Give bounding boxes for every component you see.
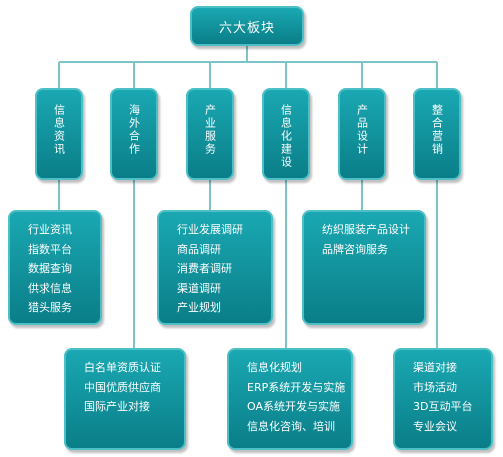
detail-item: 产业规划: [177, 301, 221, 314]
detail-item: 专业会议: [413, 419, 457, 433]
detail-industry: 行业发展调研 商品调研 消费者调研 渠道调研 产业规划: [157, 210, 273, 325]
category-marketing: 整合营销: [413, 88, 461, 180]
detail-item: 指数平台: [28, 242, 72, 256]
detail-item: 白名单资质认证: [84, 361, 161, 374]
detail-item: OA系统开发与实施: [247, 400, 340, 413]
detail-item: 渠道对接: [413, 361, 457, 374]
detail-item: ERP系统开发与实施: [247, 380, 346, 394]
detail-item: 纺织服装产品设计: [322, 223, 410, 236]
category-info: 信息资讯: [35, 88, 83, 180]
category-marketing-label: 整合营销: [430, 104, 444, 156]
detail-item: 信息化规划: [247, 361, 302, 374]
category-industry: 产业服务: [186, 88, 234, 180]
category-informatization-label: 信息化建设: [279, 104, 293, 169]
detail-item: 消费者调研: [177, 262, 232, 275]
category-overseas: 海外合作: [110, 88, 158, 180]
detail-item: 3D互动平台: [413, 400, 473, 413]
detail-item: 渠道调研: [177, 281, 221, 295]
detail-item: 供求信息: [28, 281, 72, 295]
detail-item: 市场活动: [413, 380, 457, 394]
detail-item: 数据查询: [28, 262, 72, 275]
root-label: 六大板块: [218, 20, 275, 36]
detail-item: 品牌咨询服务: [322, 242, 388, 256]
detail-item: 行业发展调研: [177, 223, 243, 236]
category-info-label: 信息资讯: [52, 104, 66, 156]
detail-item: 信息化咨询、培训: [247, 419, 335, 433]
detail-design: 纺织服装产品设计 品牌咨询服务: [302, 210, 426, 325]
detail-item: 中国优质供应商: [84, 380, 161, 394]
detail-info: 行业资讯 指数平台 数据查询 供求信息 猎头服务: [8, 210, 102, 325]
category-design-label: 产品设计: [355, 104, 369, 156]
detail-item: 国际产业对接: [84, 400, 150, 413]
detail-informatization: 信息化规划 ERP系统开发与实施 OA系统开发与实施 信息化咨询、培训: [227, 348, 353, 450]
detail-item: 猎头服务: [28, 301, 72, 314]
category-design: 产品设计: [338, 88, 386, 180]
category-industry-label: 产业服务: [203, 104, 217, 156]
detail-item: 商品调研: [177, 242, 221, 256]
root-node: 六大板块: [190, 6, 304, 46]
detail-overseas: 白名单资质认证 中国优质供应商 国际产业对接: [64, 348, 186, 450]
detail-marketing: 渠道对接 市场活动 3D互动平台 专业会议: [393, 348, 493, 450]
detail-item: 行业资讯: [28, 223, 72, 236]
category-informatization: 信息化建设: [262, 88, 310, 180]
category-overseas-label: 海外合作: [127, 104, 141, 156]
